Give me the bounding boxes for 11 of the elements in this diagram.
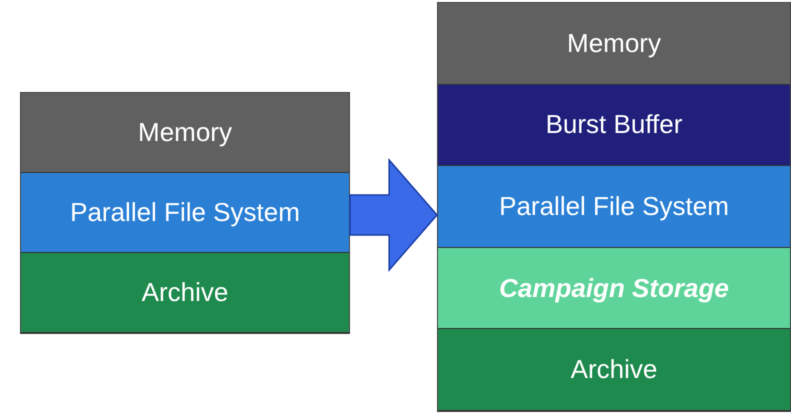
storage-stack <box>20 92 350 334</box>
storage-tier: Parallel File System <box>21 173 349 253</box>
storage-tier: Archive <box>21 253 349 333</box>
arrow <box>349 158 438 272</box>
storage-tier: Memory <box>21 93 349 173</box>
storage-tier: Archive <box>438 329 790 411</box>
storage-tier: Campaign Storage <box>438 248 790 330</box>
storage-stack <box>437 2 791 412</box>
storage-tier: Memory <box>438 3 790 85</box>
storage-tier: Parallel File System <box>438 166 790 248</box>
storage-tier: Burst Buffer <box>438 84 790 166</box>
